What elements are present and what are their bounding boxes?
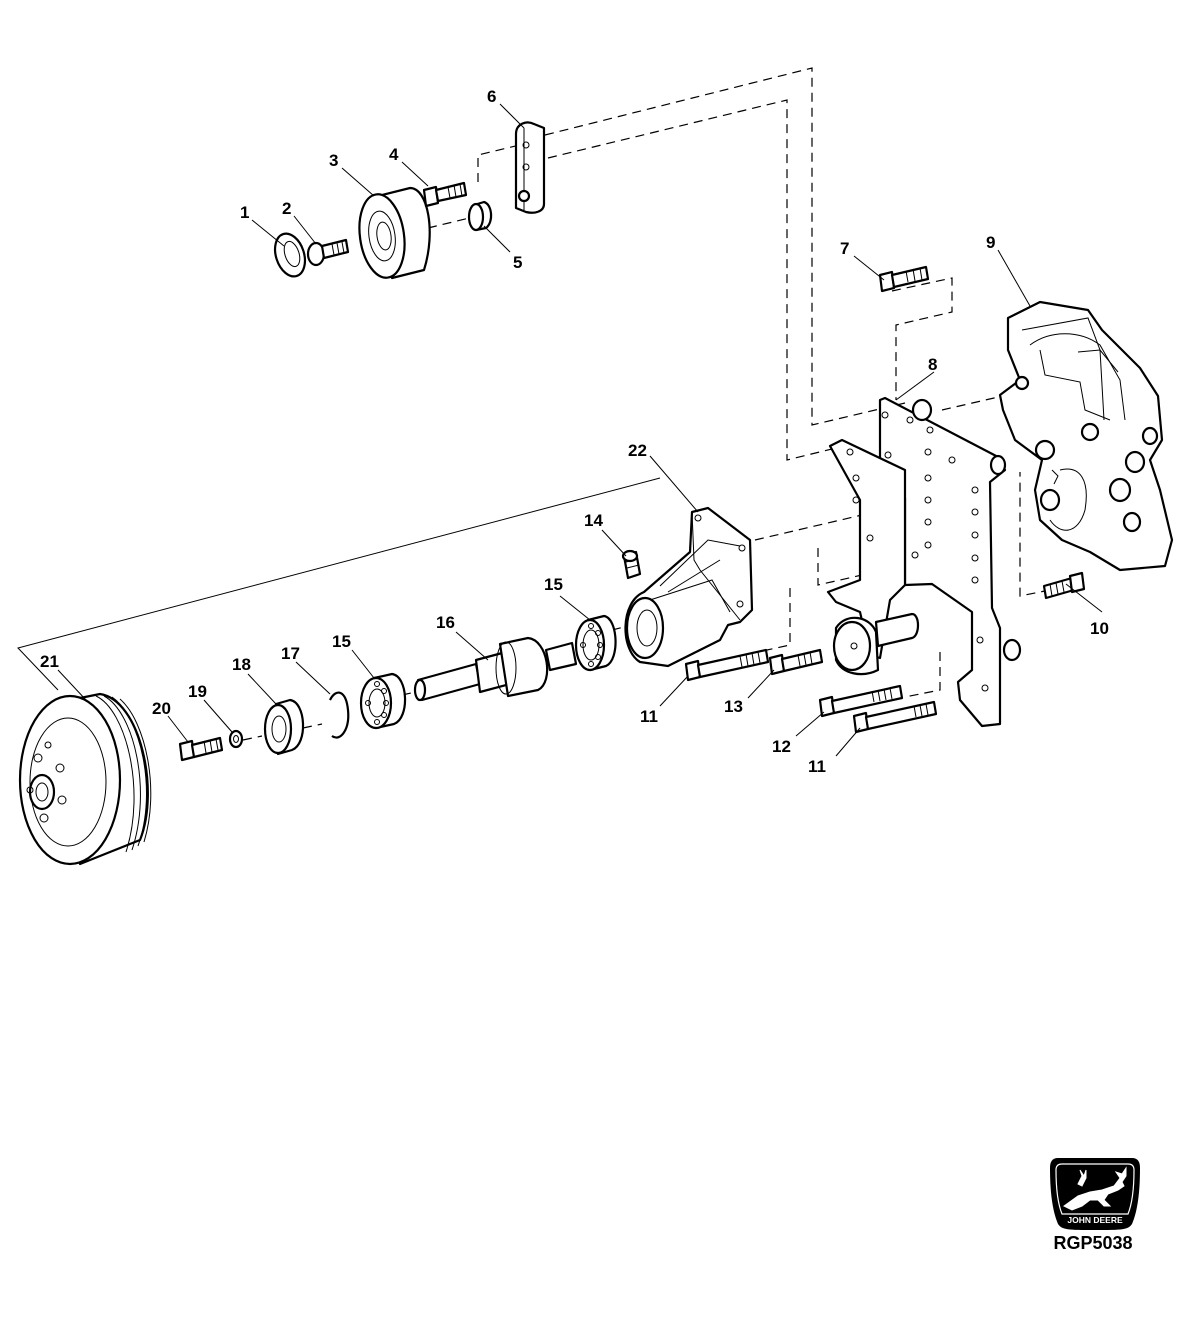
callout-10: 10 xyxy=(1090,619,1109,638)
part-15-bearing-left xyxy=(359,672,407,730)
callout-5: 5 xyxy=(513,253,522,272)
callout-labels: 1 2 3 4 5 6 7 8 9 10 11 13 12 11 22 14 1… xyxy=(40,87,1109,776)
part-20-cap-screw xyxy=(178,736,224,762)
part-10-cap-screw xyxy=(1042,571,1086,600)
part-21-fan-pulley xyxy=(18,692,152,866)
part-5-spacer xyxy=(467,200,493,232)
figure-reference-code: RGP5038 xyxy=(1053,1233,1132,1253)
part-15-bearing-right xyxy=(574,614,617,672)
part-22-bearing-housing xyxy=(624,506,754,668)
part-17-snap-ring xyxy=(329,691,350,739)
callout-16: 16 xyxy=(436,613,455,632)
part-4-cap-screw xyxy=(422,181,468,208)
leaping-deer-icon xyxy=(1063,1166,1127,1211)
part-1-washer xyxy=(273,232,307,278)
callout-19: 19 xyxy=(188,682,207,701)
part-18-seal xyxy=(263,698,305,756)
main-axis-line xyxy=(17,477,661,691)
callout-9: 9 xyxy=(986,233,995,252)
part-3-idler-pulley xyxy=(358,186,431,280)
callout-15-left: 15 xyxy=(332,632,351,651)
callout-20: 20 xyxy=(152,699,171,718)
callout-18: 18 xyxy=(232,655,251,674)
callout-15-right: 15 xyxy=(544,575,563,594)
callout-7: 7 xyxy=(840,239,849,258)
callout-11-upper: 11 xyxy=(640,707,658,726)
part-14-grease-fitting xyxy=(621,549,642,580)
callout-13: 13 xyxy=(724,697,743,716)
assembly-guide-lines xyxy=(242,67,1051,741)
part-16-shaft xyxy=(413,636,578,702)
callout-2: 2 xyxy=(282,199,291,218)
callout-6: 6 xyxy=(487,87,496,106)
part-7-cap-screw xyxy=(878,265,930,293)
part-9-pump-housing xyxy=(998,300,1174,572)
callout-22: 22 xyxy=(628,441,647,460)
part-11-long-bolt-upper xyxy=(684,648,770,682)
callout-8: 8 xyxy=(928,355,937,374)
part-13-bolt xyxy=(768,648,824,676)
callout-21: 21 xyxy=(40,652,59,671)
callout-1: 1 xyxy=(240,203,249,222)
callout-14: 14 xyxy=(584,511,603,530)
part-11-long-bolt-lower xyxy=(852,700,938,734)
callout-12: 12 xyxy=(772,737,791,756)
callout-11-lower: 11 xyxy=(808,757,826,776)
callout-17: 17 xyxy=(281,644,300,663)
leader-lines xyxy=(57,103,1103,757)
callout-4: 4 xyxy=(389,145,399,164)
logo-wordmark: JOHN DEERE xyxy=(1067,1215,1123,1225)
part-12-bolt xyxy=(818,684,904,718)
part-2-shoulder-bolt xyxy=(306,238,350,267)
part-19-washer xyxy=(228,729,244,749)
callout-3: 3 xyxy=(329,151,338,170)
part-6-bracket xyxy=(514,121,546,214)
john-deere-logo: JOHN DEERE xyxy=(1050,1158,1140,1230)
part-8-mounting-bracket xyxy=(826,396,1022,728)
